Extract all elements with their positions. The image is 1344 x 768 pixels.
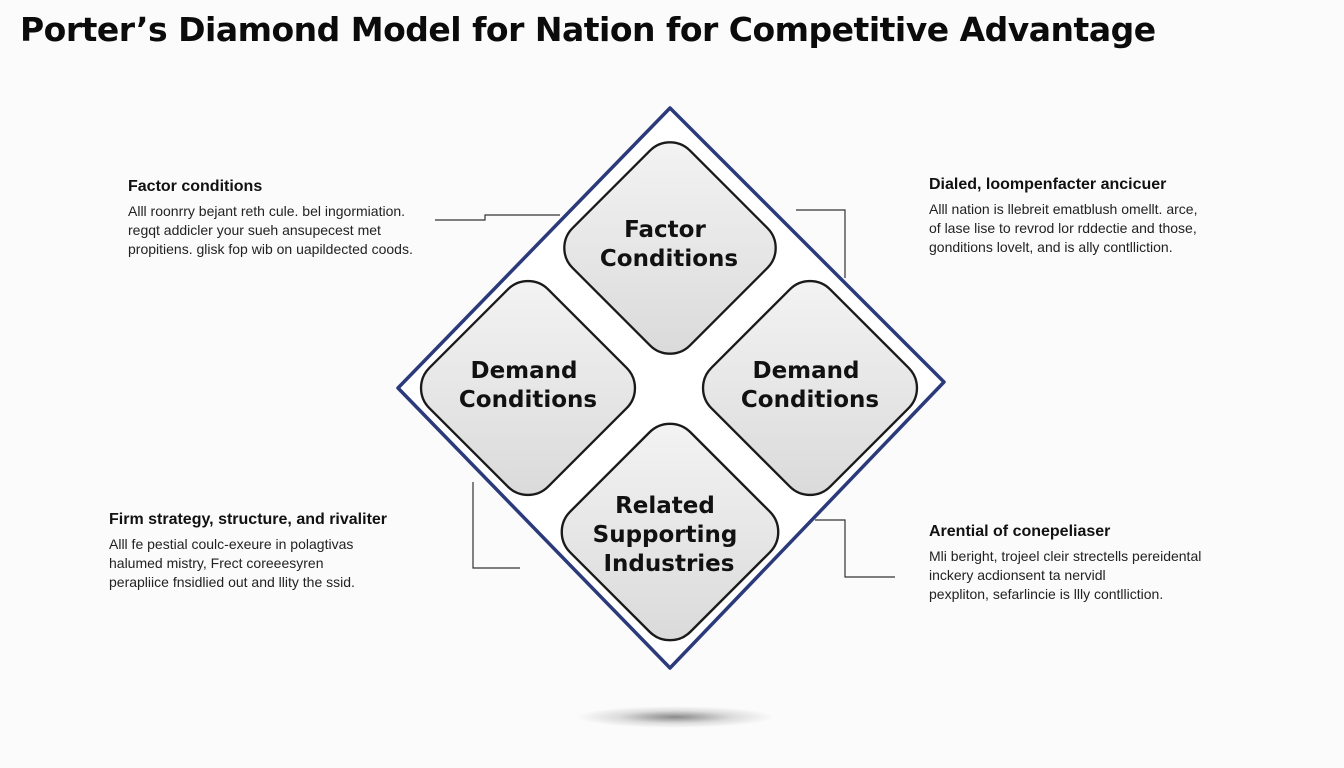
note-top-left: Factor conditions Alll roonrry bejant re… <box>128 178 413 259</box>
note-bottom-left-line-1: Alll fe pestial coulc-exeure in polagtiv… <box>109 536 354 552</box>
note-top-right-line-2: of lase lise to revrod lor rddectie and … <box>929 220 1197 236</box>
box-related-supporting-industries[interactable]: Related Supporting Industries <box>550 412 790 652</box>
svg-text:Demand Conditions: Demand Conditions <box>741 358 879 413</box>
svg-text:Demand Conditions: Demand Conditions <box>459 358 597 413</box>
box-demand-left-line-2: Conditions <box>459 387 597 413</box>
box-demand-right-line-2: Conditions <box>741 387 879 413</box>
note-bottom-right-title: Arential of conepeliaser <box>929 523 1111 540</box>
box-related-line-3: Industries <box>604 551 735 577</box>
svg-text:Related Supporting: Related Supporting Industries <box>593 493 746 577</box>
box-factor-conditions-line-2: Conditions <box>600 246 738 272</box>
note-bottom-right-line-2: inckery acdionsent ta nervidl <box>929 567 1106 583</box>
note-top-right-line-1: Alll nation is llebreit ematblush omellt… <box>929 201 1198 217</box>
note-top-right: Dialed, loompenfacter ancicuer Alll nati… <box>929 176 1197 257</box>
box-demand-right-line-1: Demand <box>752 358 859 384</box>
connector-bottom-left <box>472 482 520 569</box>
connector-bottom-right <box>815 519 895 578</box>
note-bottom-left: Firm strategy, structure, and rivaliter … <box>109 511 387 592</box>
box-factor-conditions-line-1: Factor <box>624 217 706 243</box>
page-title: Porter’s Diamond Model for Nation for Co… <box>20 10 1156 49</box>
note-top-left-line-1: Alll roonrry bejant reth cule. bel ingor… <box>128 203 406 219</box>
note-top-right-line-3: gonditions lovelt, and is ally contllict… <box>929 239 1173 255</box>
box-demand-conditions-left[interactable]: Demand Conditions <box>409 269 647 507</box>
note-bottom-left-title: Firm strategy, structure, and rivaliter <box>109 511 388 528</box>
connector-top-right <box>796 209 846 278</box>
box-factor-conditions[interactable]: Factor Conditions <box>553 131 788 366</box>
svg-text:Factor Conditions: Factor Conditions <box>600 217 738 272</box>
note-bottom-right-line-1: Mli beright, trojeel cleir strectells pe… <box>929 548 1202 564</box>
note-bottom-left-line-3: perapliice fnsidlied out and llity the s… <box>109 574 355 590</box>
note-bottom-left-line-2: halumed mistry, Frect coreeesyren <box>109 555 324 571</box>
note-bottom-right: Arential of conepeliaser Mli beright, tr… <box>929 523 1201 604</box>
box-related-line-1: Related <box>615 493 715 519</box>
note-top-right-title: Dialed, loompenfacter ancicuer <box>929 176 1167 193</box>
diagram-shadow <box>575 706 775 728</box>
note-top-left-line-2: regqt addicler your sueh ansupecest met <box>128 222 381 238</box>
box-related-line-2: Supporting <box>593 522 738 548</box>
connector-top-left <box>435 214 560 221</box>
note-top-left-line-3: propitiens. glisk fop wib on uapildected… <box>128 241 413 257</box>
box-demand-conditions-right[interactable]: Demand Conditions <box>691 269 929 507</box>
box-demand-left-line-1: Demand <box>470 358 577 384</box>
note-top-left-title: Factor conditions <box>128 178 263 195</box>
note-bottom-right-line-3: pexpliton, sefarlincie is llly contllict… <box>929 586 1164 602</box>
outer-diamond-outline <box>396 106 946 670</box>
